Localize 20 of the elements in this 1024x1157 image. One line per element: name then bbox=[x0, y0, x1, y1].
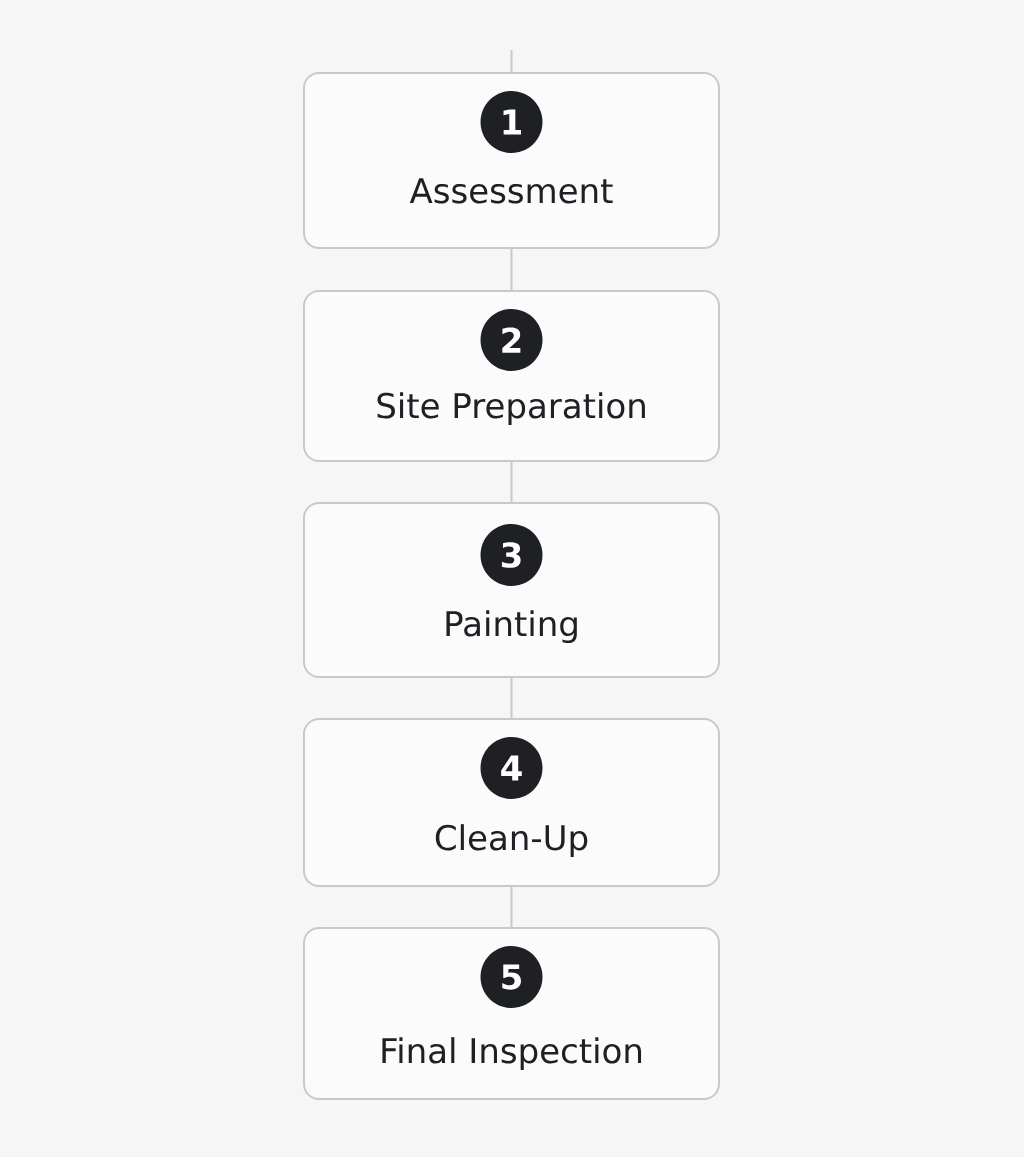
step-box bbox=[303, 718, 720, 887]
connector-line bbox=[510, 677, 513, 719]
step-box bbox=[303, 72, 720, 249]
step-box bbox=[303, 927, 720, 1100]
step-box bbox=[303, 290, 720, 462]
connector-line bbox=[510, 248, 513, 291]
step-title: Clean-Up bbox=[435, 824, 588, 858]
step-number: 3 bbox=[480, 524, 543, 586]
step-number: 1 bbox=[480, 91, 543, 153]
connector-line bbox=[510, 886, 513, 928]
connector-line bbox=[510, 461, 513, 503]
step-number: 5 bbox=[480, 946, 543, 1008]
connector-line bbox=[510, 49, 513, 73]
step-title: Site Preparation bbox=[377, 392, 645, 426]
step-number: 2 bbox=[480, 309, 543, 371]
step-title: Final Inspection bbox=[382, 1037, 642, 1071]
step-number: 4 bbox=[480, 737, 543, 799]
step-title: Painting bbox=[446, 610, 577, 644]
step-title: Assessment bbox=[409, 178, 613, 204]
step-box bbox=[303, 502, 720, 678]
